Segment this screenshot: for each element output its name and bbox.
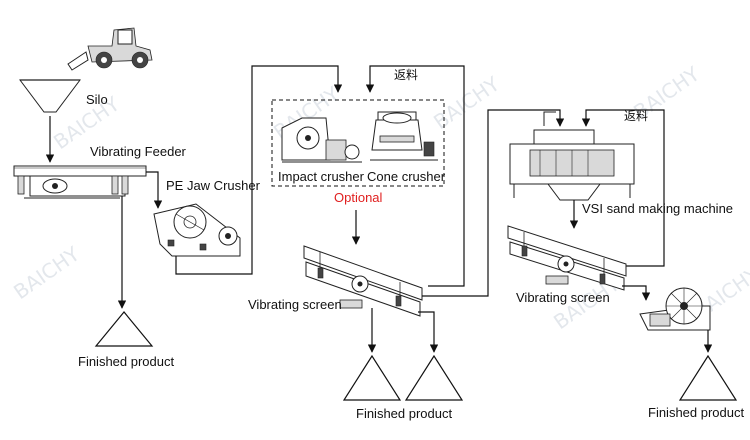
screen1-to-product2b-arrow [418,311,439,353]
stockpile-icon-1 [94,311,154,347]
jaw-crusher-label: PE Jaw Crusher [166,178,261,193]
return-label-1: 返料 [394,68,418,82]
vibrating-screen-label-1: Vibrating screen [248,297,342,312]
vibrating-screen-icon-1 [303,245,423,317]
stockpile-icon-3 [678,354,738,401]
impact-crusher-label: Impact crusher [278,169,365,184]
vibrating-feeder-icon [13,165,147,199]
vsi-sand-maker-icon [509,111,635,201]
wheel-loader-icon [67,27,153,71]
svg-text:BAICHY: BAICHY [9,241,84,304]
impact-crusher-icon [281,117,362,163]
optional-label: Optional [334,190,383,205]
stockpile-icon-2b [404,354,464,401]
vibrating-feeder-label: Vibrating Feeder [90,144,187,159]
feeder-to-jaw-arrow [146,171,163,209]
silo-label: Silo [86,92,108,107]
screen2-return-arrow [581,109,665,267]
screen1-return-arrow [365,65,465,287]
optional-crusher-box [271,99,445,187]
vibrating-screen-label-2: Vibrating screen [516,290,610,305]
cone-crusher-icon [370,111,438,161]
screen2-to-washer-arrow [622,285,651,301]
svg-text:BAICHY: BAICHY [429,71,504,134]
finished-product-label-2: Finished product [356,406,452,421]
screen1-to-vsi-arrow [422,109,565,297]
jaw-to-secondary-arrow [175,65,343,275]
jaw-crusher-icon [153,203,241,257]
stockpile-icon-2a [342,354,402,401]
vibrating-screen-icon-2 [507,225,627,291]
sand-washer-icon [639,287,711,331]
finished-product-label-1: Finished product [78,354,174,369]
vsi-label: VSI sand making machine [582,201,733,216]
cone-crusher-label: Cone crusher [367,169,446,184]
return-label-2: 返料 [624,109,648,123]
silo-hopper-icon [19,79,81,113]
finished-product-label-3: Finished product [648,405,744,420]
